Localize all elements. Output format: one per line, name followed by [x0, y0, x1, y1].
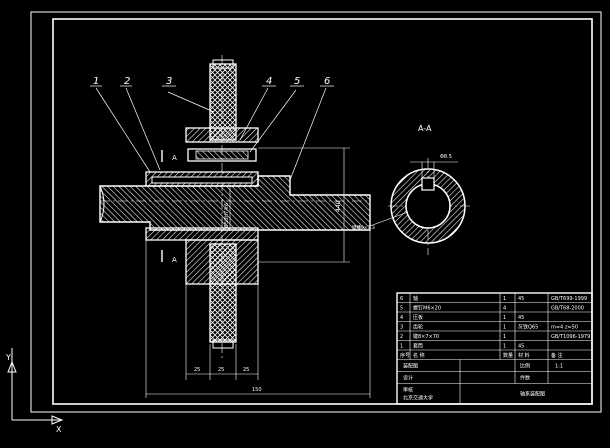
- bom-cell-no: 4: [400, 315, 403, 321]
- bom-cell-qty: 1: [503, 334, 506, 340]
- bom-cell-std: GB/T699-1999: [551, 296, 587, 302]
- bom-cell-no: 2: [400, 334, 403, 340]
- title-main: 轴系装配图: [520, 391, 545, 398]
- dim-left-width: 25: [194, 367, 200, 373]
- bom-cell-material: 45: [518, 344, 524, 350]
- title-org-label: 北京交通大学: [403, 395, 433, 402]
- title-scale-label: 比例: [520, 363, 530, 370]
- key: [151, 176, 253, 184]
- inner-border: [52, 18, 593, 405]
- balloon-3: 3: [166, 76, 172, 87]
- title-drawing-label: 装配图: [403, 363, 418, 370]
- bom-cell-material: 45: [518, 315, 524, 321]
- bom-header-name: 名 称: [413, 352, 425, 359]
- bom-cell-std: GB/T68-2000: [551, 306, 584, 312]
- bom-cell-qty: 1: [503, 296, 506, 302]
- section-keyway: [421, 177, 435, 191]
- bom-cell-name: 螺钉M6×20: [413, 305, 441, 312]
- bom-header-no: 序号: [400, 352, 410, 359]
- bom-table: 6 轴 1 45 GB/T699-1999 5 螺钉M6×20 4 GB/T68-2000 4 压板…: [396, 292, 593, 405]
- dim-bore: Φ50H7/k6: [224, 203, 230, 228]
- pressure-plate: [187, 148, 257, 162]
- gear-hub-bottom: [185, 239, 259, 285]
- title-count-label: 件数: [520, 375, 530, 382]
- bom-cell-qty: 4: [503, 306, 506, 312]
- balloon-5: 5: [294, 76, 300, 87]
- bom-cell-std: GB/T1096-1979: [551, 334, 590, 340]
- dim-overall-width: 150: [252, 387, 262, 393]
- bom-cell-name: 轴: [413, 295, 418, 302]
- bom-cell-material: 45: [518, 296, 524, 302]
- bom-cell-qty: 1: [503, 315, 506, 321]
- ucs-icon: [7, 348, 64, 425]
- title-designer-label: 设计: [403, 375, 413, 382]
- section-dims: [369, 161, 458, 227]
- bom-cell-no: 3: [400, 325, 403, 331]
- bom-header-qty: 数量: [503, 352, 513, 359]
- balloon-2: 2: [124, 76, 130, 87]
- leaders: [90, 85, 334, 181]
- bom-header-std: 备 注: [551, 352, 563, 359]
- dim-height: 440: [335, 200, 342, 212]
- shaft-break: [99, 185, 105, 223]
- shaft: [99, 175, 371, 231]
- bom-cell-name: 压板: [413, 314, 423, 321]
- dim-mid-width: 25: [218, 367, 224, 373]
- bom-cell-name: 齿轮: [413, 324, 423, 331]
- bom-cell-material: 灰铁Q65: [518, 324, 538, 331]
- bom-cell-no: 5: [400, 306, 403, 312]
- section-title: A-A: [418, 124, 432, 133]
- dim-keyway: Φ8.5: [440, 154, 452, 160]
- ucs-y-label: Y: [5, 353, 11, 362]
- bom-header-material: 材 料: [518, 352, 530, 359]
- key-callout: 键槽8×3.3: [352, 224, 375, 231]
- bom-cell-qty: 1: [503, 325, 506, 331]
- bom-cell-no: 1: [400, 344, 403, 350]
- balloon-6: 6: [324, 76, 330, 87]
- section-mark-top: A: [172, 154, 177, 162]
- section-mark-bottom: A: [172, 256, 177, 264]
- balloon-4: 4: [266, 76, 272, 87]
- dim-right-width: 25: [243, 367, 249, 373]
- title-checker-label: 审核: [403, 387, 413, 394]
- bom-cell-name: 键8×7×70: [413, 333, 439, 340]
- outer-border: [30, 11, 602, 413]
- screw: [195, 150, 249, 160]
- bom-cell-no: 6: [400, 296, 403, 302]
- gear-upper-tip: [212, 59, 234, 69]
- ucs-x-label: X: [56, 425, 62, 434]
- bom-cell-name: 套筒: [413, 343, 423, 350]
- gear-hub-top: [185, 127, 259, 143]
- title-scale-value: 1:1: [555, 364, 563, 370]
- gear-lower-tip: [212, 339, 234, 349]
- section-bore: [405, 183, 451, 229]
- bom-cell-std: m=4 z=50: [551, 325, 578, 331]
- dimension-lines: [145, 147, 371, 398]
- balloon-1: 1: [93, 76, 99, 87]
- bom-cell-qty: 1: [503, 344, 506, 350]
